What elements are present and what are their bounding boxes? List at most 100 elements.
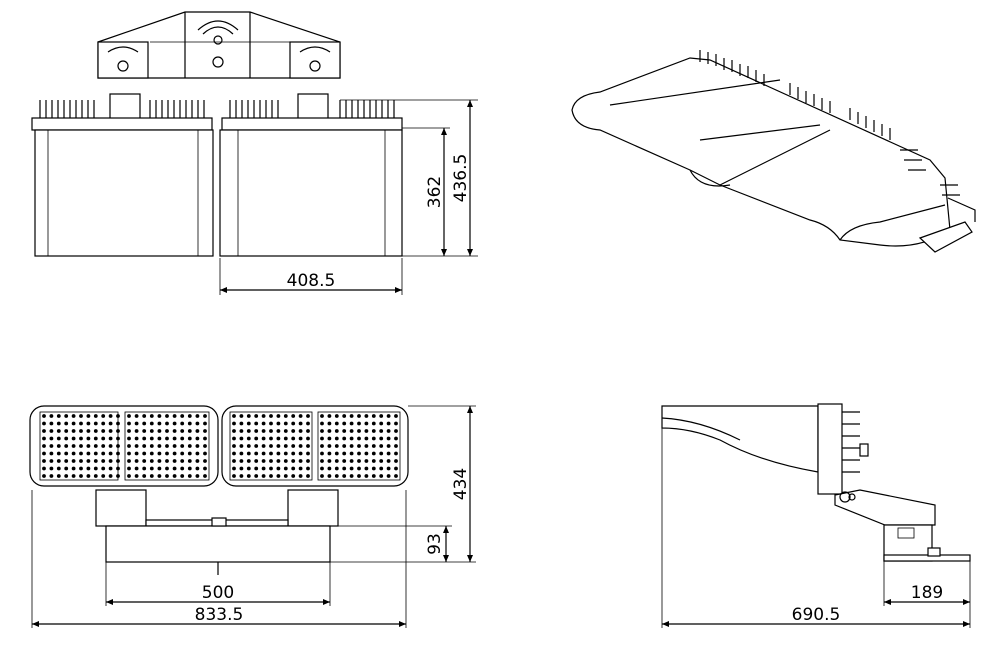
led-dot (203, 459, 207, 463)
led-dot (239, 436, 244, 441)
led-dot (134, 436, 139, 441)
led-dot (364, 429, 369, 433)
led-dot (334, 429, 339, 433)
led-dot (195, 451, 200, 456)
led-dot (101, 474, 106, 478)
led-dot (64, 451, 69, 456)
led-dot (334, 414, 339, 418)
led-dot (357, 466, 361, 471)
led-dot (116, 436, 120, 441)
led-dot (142, 466, 147, 471)
led-dot (187, 436, 192, 441)
led-dot (320, 444, 324, 448)
led-dot (334, 459, 339, 463)
led-dot (165, 466, 169, 471)
led-dot (269, 444, 273, 448)
led-dot (71, 459, 76, 463)
led-dot (149, 444, 154, 448)
led-dot (157, 459, 162, 463)
led-dot (306, 414, 310, 418)
led-dot (394, 414, 398, 418)
led-dot (276, 459, 281, 463)
led-dot (306, 444, 310, 448)
led-dot (172, 444, 177, 448)
led-dot (327, 451, 332, 456)
led-dot (232, 436, 236, 441)
led-dot (134, 414, 139, 418)
led-dot (283, 436, 288, 441)
led-dot (254, 451, 259, 456)
led-dot (298, 451, 303, 456)
led-dot (187, 459, 192, 463)
led-dot (379, 459, 384, 463)
led-dot (56, 466, 61, 471)
led-dot (394, 436, 398, 441)
led-dot (334, 451, 339, 456)
led-dot (180, 429, 185, 433)
led-dot (49, 474, 54, 478)
led-dot (71, 466, 76, 471)
isometric-view (571, 50, 976, 253)
led-dot (298, 459, 303, 463)
led-dot (116, 451, 120, 456)
led-dot (246, 421, 251, 426)
led-dot (195, 429, 200, 433)
led-dot (49, 451, 54, 456)
led-dot (283, 466, 288, 471)
led-dot (342, 444, 347, 448)
led-dot (291, 421, 296, 426)
led-dot (394, 466, 398, 471)
led-dot (42, 451, 46, 456)
led-dot (134, 429, 139, 433)
dim-side-width: 690.5 (792, 605, 841, 625)
led-dot (386, 459, 391, 463)
led-dot (306, 436, 310, 441)
led-dot (349, 474, 354, 478)
led-dot (246, 414, 251, 418)
led-dot (127, 421, 131, 426)
led-dot (379, 429, 384, 433)
led-dot (320, 414, 324, 418)
led-dot (142, 414, 147, 418)
led-dot (157, 444, 162, 448)
led-dot (42, 459, 46, 463)
led-dot (116, 429, 120, 433)
led-dot (306, 459, 310, 463)
led-dot (172, 421, 177, 426)
led-dot (127, 466, 131, 471)
led-dot (165, 436, 169, 441)
led-dot (364, 459, 369, 463)
dim-width-inner: 500 (202, 583, 234, 603)
dim-height-total: 436.5 (451, 154, 471, 203)
led-dot (276, 451, 281, 456)
led-dot (342, 421, 347, 426)
led-dot (283, 444, 288, 448)
led-dot (93, 451, 98, 456)
led-dot (42, 444, 46, 448)
led-dot (386, 421, 391, 426)
led-dot (291, 414, 296, 418)
led-dot (283, 429, 288, 433)
led-dot (283, 414, 288, 418)
led-dot (254, 466, 259, 471)
led-dot (334, 466, 339, 471)
led-dot (320, 459, 324, 463)
led-dot (379, 466, 384, 471)
led-dot (327, 444, 332, 448)
led-dot (246, 444, 251, 448)
led-dot (246, 474, 251, 478)
led-dot (386, 451, 391, 456)
led-dot (71, 429, 76, 433)
led-dot (357, 429, 361, 433)
led-dot (349, 414, 354, 418)
led-dot (93, 459, 98, 463)
led-dot (349, 429, 354, 433)
led-dot (71, 444, 76, 448)
led-dot (187, 466, 192, 471)
led-dot (71, 414, 76, 418)
led-dot (349, 459, 354, 463)
led-dot (49, 459, 54, 463)
led-dot (56, 474, 61, 478)
led-dot (357, 436, 361, 441)
housing-right (219, 129, 403, 257)
